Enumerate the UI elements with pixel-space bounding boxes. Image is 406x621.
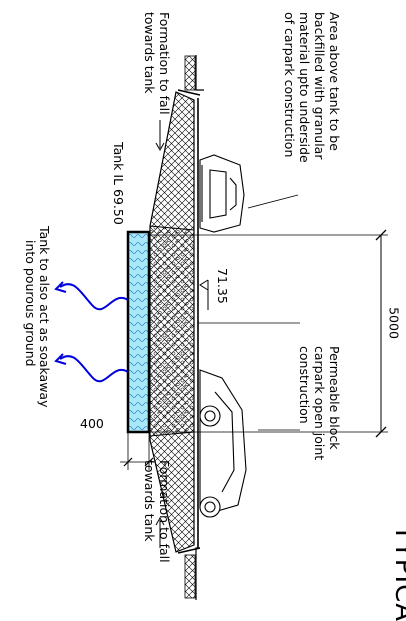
- backfill-leader: [247, 194, 299, 209]
- permeable-note: Permeable block carpark open joint const…: [297, 346, 342, 464]
- dimension-400-text: 400: [80, 416, 104, 431]
- fall-top-line-2: towards tank: [142, 12, 157, 94]
- tank-il-label: Tank IL 69.50: [111, 141, 126, 225]
- backfill-line-2: backfilled with granular: [312, 12, 327, 160]
- dimension-5000-text: 5000: [387, 307, 402, 339]
- soakaway-line-2: into pourous ground: [23, 240, 38, 367]
- backfill-note: Area above tank to be backfilled with gr…: [282, 12, 342, 167]
- gravel-fill: [149, 225, 195, 437]
- permeable-line-2: carpark open joint: [312, 346, 327, 460]
- fall-note-bottom: Formation to fall towards tank: [142, 460, 172, 567]
- soakaway-line-1: Tank to also act as soakaway: [37, 225, 52, 408]
- level-label: 71.35: [215, 268, 230, 304]
- backfill-line-4: of carpark construction: [282, 12, 297, 157]
- soakaway-note: Tank to also act as soakaway into pourou…: [23, 225, 52, 411]
- ground-edge-top: [177, 55, 204, 96]
- car-lower: [199, 369, 247, 518]
- soakaway-arrows: [54, 281, 129, 383]
- backfill-line-1: Area above tank to be: [327, 12, 342, 151]
- fall-top-line-1: Formation to fall: [157, 12, 172, 115]
- ground-edge-bottom: [177, 547, 201, 600]
- car-upper: [199, 154, 245, 233]
- fall-arrow-top: [155, 120, 165, 152]
- dimension-5000: 5000: [375, 229, 402, 438]
- fall-bottom-line-1: Formation to fall: [157, 460, 172, 563]
- dimension-400: 400: [80, 416, 156, 470]
- attenuation-tank: [126, 230, 151, 434]
- permeable-line-3: construction: [297, 346, 312, 424]
- drawing-title: TYPICA: [389, 524, 406, 621]
- fall-bottom-line-2: towards tank: [142, 460, 157, 542]
- level-marker: [199, 279, 209, 310]
- permeable-line-1: Permeable block: [327, 346, 342, 450]
- backfill-line-3: material upto underside: [297, 12, 312, 163]
- fall-arrow-bottom: [155, 516, 165, 548]
- fall-note-top: Formation to fall towards tank: [142, 12, 172, 119]
